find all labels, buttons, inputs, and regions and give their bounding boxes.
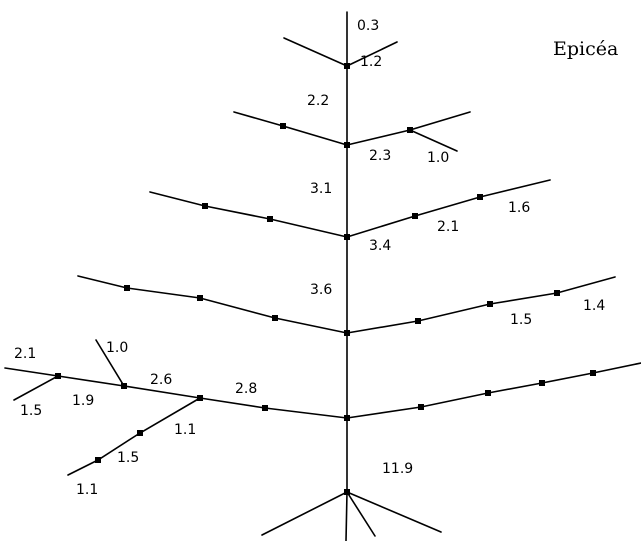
node — [121, 383, 127, 389]
node — [262, 405, 268, 411]
node — [485, 390, 491, 396]
node — [344, 330, 350, 336]
trunk-label: 2.2 — [307, 93, 329, 109]
node — [344, 63, 350, 69]
branch-label: 3.4 — [369, 238, 391, 254]
trunk-label: 0.3 — [357, 18, 379, 34]
branch-label: 1.5 — [20, 403, 42, 419]
trunk-label: 11.9 — [382, 461, 413, 477]
node — [344, 489, 350, 495]
diagram-title: Epicéa — [553, 38, 618, 60]
branch-label: 1.5 — [117, 450, 139, 466]
node — [344, 234, 350, 240]
node — [197, 295, 203, 301]
branch-label: 1.9 — [72, 393, 94, 409]
node — [415, 318, 421, 324]
node — [272, 315, 278, 321]
branch — [284, 38, 347, 66]
whorl-5 — [5, 340, 641, 475]
branch — [234, 112, 347, 145]
branch — [78, 276, 347, 333]
branch-label: 1.1 — [76, 482, 98, 498]
branch-label: 2.1 — [437, 219, 459, 235]
node — [267, 216, 273, 222]
node — [197, 395, 203, 401]
root — [262, 492, 347, 535]
branch-label: 1.5 — [510, 312, 532, 328]
trunk-label: 3.1 — [310, 181, 332, 197]
roots — [262, 492, 441, 541]
branch — [347, 277, 615, 333]
node — [280, 123, 286, 129]
whorl-2 — [234, 112, 470, 151]
root — [347, 492, 441, 532]
branch-label: 2.6 — [150, 372, 172, 388]
branch-label: 1.0 — [427, 150, 449, 166]
branch — [150, 192, 347, 237]
branch-label: 2.8 — [235, 381, 257, 397]
branch — [347, 363, 641, 418]
node — [344, 142, 350, 148]
node — [344, 415, 350, 421]
branch-labels: 1.2 2.3 1.0 2.1 1.6 3.4 1.5 1.4 2.1 1.0 … — [14, 54, 605, 498]
node — [95, 457, 101, 463]
branch-label: 1.4 — [583, 298, 605, 314]
trunk-label: 3.6 — [310, 282, 332, 298]
branch-label: 2.3 — [369, 148, 391, 164]
branch — [410, 130, 457, 151]
branch-label: 1.1 — [174, 422, 196, 438]
node — [412, 213, 418, 219]
node — [477, 194, 483, 200]
trunk-labels: 0.3 2.2 3.1 3.6 11.9 — [307, 18, 413, 477]
node — [590, 370, 596, 376]
branch-label: 1.0 — [106, 340, 128, 356]
nodes — [55, 63, 596, 495]
whorl-3 — [150, 180, 550, 237]
branch-label: 2.1 — [14, 346, 36, 362]
node — [407, 127, 413, 133]
branch-label: 1.6 — [508, 200, 530, 216]
branch — [14, 376, 58, 400]
node — [55, 373, 61, 379]
node — [554, 290, 560, 296]
branch-label: 1.2 — [360, 54, 382, 70]
node — [124, 285, 130, 291]
root — [346, 492, 347, 541]
node — [487, 301, 493, 307]
node — [137, 430, 143, 436]
node — [418, 404, 424, 410]
node — [539, 380, 545, 386]
node — [202, 203, 208, 209]
